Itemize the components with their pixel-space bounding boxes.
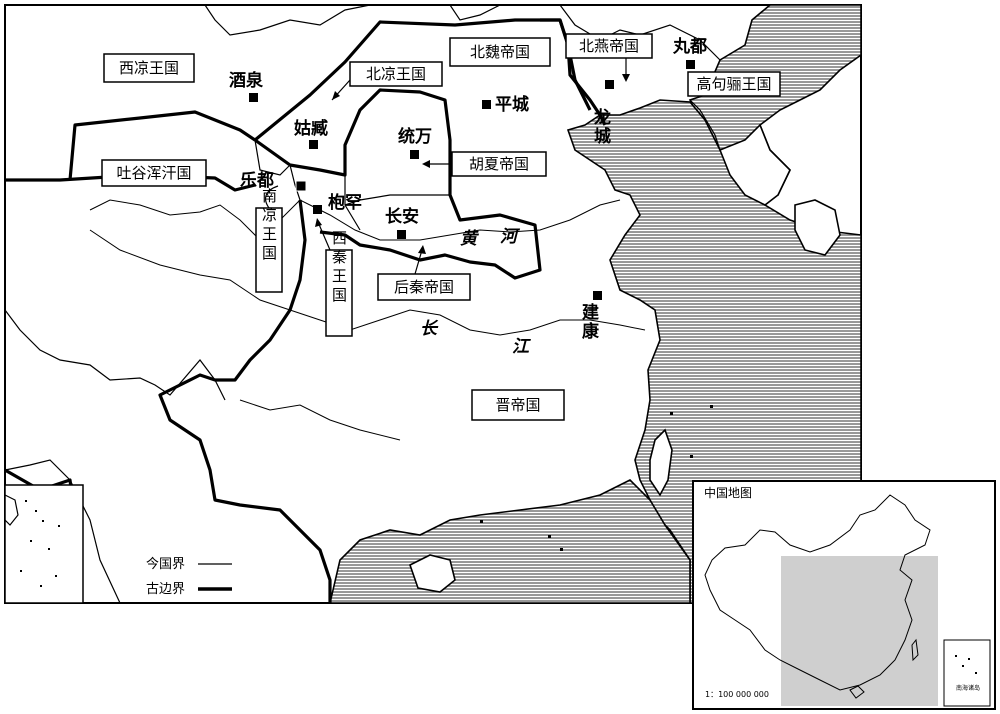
ancient-border-north: [253, 18, 607, 142]
coastal-islands: [480, 405, 713, 551]
region-lines: [254, 139, 450, 231]
kingdom-nanliang: 南凉王国: [255, 185, 283, 293]
kingdom-label: 西秦王国: [330, 230, 348, 306]
kingdom-label: 晋帝国: [495, 396, 540, 414]
kingdom-label: 南凉王国: [260, 188, 278, 264]
legend-modern-label: 今国界: [146, 556, 185, 572]
svg-text:酒泉: 酒泉: [229, 70, 264, 91]
river-label-huang: 黄: [460, 229, 480, 249]
svg-text:姑臧: 姑臧: [294, 118, 328, 139]
kingdom-label: 北魏帝国: [470, 43, 530, 61]
inset-scale: 1：100 000 000: [705, 690, 769, 699]
city-guzang: 姑臧: [294, 118, 328, 149]
kingdom-label: 高句骊王国: [696, 75, 771, 93]
city-jiuquan: 酒泉: [229, 70, 264, 102]
kingdom-xiliang: 西凉王国: [103, 53, 195, 83]
modern-border-north: [204, 5, 721, 61]
inset-taiwan: [911, 638, 919, 662]
city-jiankang: 建康: [578, 291, 602, 341]
modern-border-west: [5, 309, 226, 401]
city-longcheng: 龙城: [590, 80, 614, 146]
legend-ancient-label: 古边界: [146, 582, 185, 597]
svg-text:枹罕: 枹罕: [328, 192, 362, 213]
mini-inset-frame: [5, 484, 84, 603]
kingdom-beiwei: 北魏帝国: [449, 37, 551, 67]
kingdom-tuyuhun: 吐谷浑汗国: [101, 159, 207, 187]
ancient-border-west: [68, 110, 256, 181]
yellow-river: [89, 199, 621, 241]
kingdom-beiliang: 北凉王国: [331, 61, 443, 101]
svg-text:平城: 平城: [495, 95, 529, 115]
hainan-island: [409, 554, 456, 593]
city-ledu: 乐都: [240, 170, 307, 192]
city-fuhan: 枹罕: [313, 192, 362, 214]
kingdom-label: 吐谷浑汗国: [116, 164, 191, 182]
mini-inset-islands: [20, 500, 60, 587]
kingdom-label: 西凉王国: [119, 59, 179, 77]
river-south: [239, 399, 401, 441]
inset-china-outline: [704, 494, 931, 691]
svg-text:长安: 长安: [385, 206, 419, 227]
city-pingcheng: 平城: [482, 95, 529, 115]
kingdom-jin: 晋帝国: [471, 389, 565, 421]
river-label-he: 河: [500, 227, 521, 247]
korea-land: [718, 123, 791, 206]
svg-text:丸都: 丸都: [672, 36, 707, 57]
city-longcheng-1: 龙城: [590, 107, 612, 146]
kingdom-label: 北凉王国: [366, 65, 426, 83]
river-label-jiang: 江: [512, 337, 531, 357]
yangtze-river: [89, 229, 646, 336]
svg-text:乐都: 乐都: [240, 170, 274, 191]
kingdom-label: 北燕帝国: [579, 37, 639, 55]
kingdom-beiyan: 北燕帝国: [565, 33, 653, 82]
kingdom-huxia: 胡夏帝国: [422, 151, 547, 177]
kingdom-houqin: 后秦帝国: [377, 245, 471, 301]
inset-south-sea-box: [943, 639, 991, 707]
inset-highlight: [781, 556, 938, 706]
svg-text:建康: 建康: [578, 302, 599, 341]
inset-china-map: 南海诸岛 中国地图 1：100 000 000: [692, 480, 996, 710]
kingdom-gaogouli: 高句骊王国: [687, 71, 781, 97]
inset-hainan: [849, 685, 865, 699]
kingdom-label: 胡夏帝国: [469, 155, 529, 173]
legend: 今国界 古边界: [146, 556, 232, 597]
ancient-border-central: [254, 88, 542, 280]
city-tongwan: 统万: [398, 126, 432, 159]
inset-title: 中国地图: [704, 485, 752, 500]
ancient-border-jin: [158, 199, 332, 603]
mini-inset-coast: [5, 494, 19, 526]
river-label-chang: 长: [420, 319, 439, 339]
inset-south-sea-label: 南海诸岛: [956, 684, 980, 692]
kingdom-label: 后秦帝国: [394, 278, 454, 296]
city-changan: 长安: [385, 206, 419, 239]
taiwan-island: [649, 428, 673, 497]
city-wandu: 丸都: [672, 36, 707, 69]
kingdom-xiqin: 西秦王国: [315, 218, 353, 337]
japan-island: [794, 199, 841, 256]
svg-text:统万: 统万: [398, 126, 432, 147]
modern-border-korea: [689, 99, 721, 151]
